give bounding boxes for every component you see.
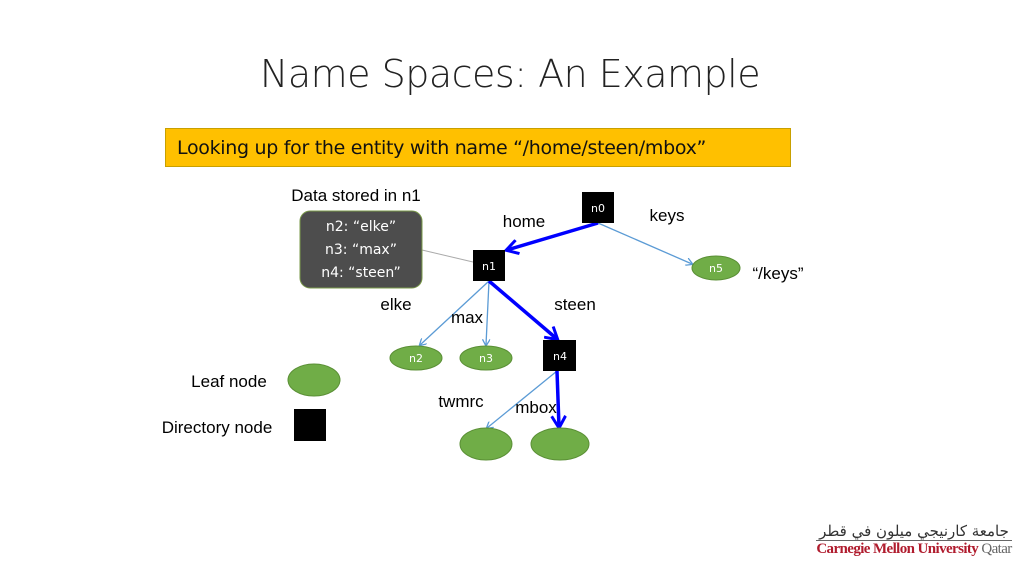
legend-directory-label: Directory node — [162, 418, 273, 437]
node-label: n4 — [553, 350, 567, 363]
legend-directory-swatch — [294, 409, 326, 441]
callout-line: n2: “elke” — [326, 219, 396, 235]
edge-label-elke: elke — [380, 295, 411, 314]
node-label: n1 — [482, 260, 496, 273]
leaf-node-mbox — [530, 427, 590, 461]
node-label: n0 — [591, 202, 605, 215]
directory-node-n0 — [582, 192, 614, 223]
callout-connector — [421, 249, 474, 263]
leaf-node-n5 — [691, 255, 741, 281]
edge-n1-n3 — [486, 280, 489, 345]
edge-label-home: home — [503, 212, 546, 231]
edge-n1-n2 — [420, 280, 490, 345]
edge-label-mbox: mbox — [515, 398, 557, 417]
leaf-node-twmrc — [459, 427, 513, 461]
leaf-node-n2 — [389, 345, 443, 371]
callout-heading: Data stored in n1 — [291, 186, 420, 205]
logo-arabic: جامعة كارنيجي ميلون في قطر — [816, 522, 1012, 541]
slide-title: Name Spaces: An Example — [259, 52, 761, 96]
n1-data-callout — [299, 210, 423, 289]
edge-label-twmrc: twmrc — [438, 392, 484, 411]
edge-label-keys: keys — [650, 206, 685, 225]
edge-n1-n4-path — [487, 279, 557, 339]
edge-n0-n5 — [597, 222, 692, 264]
banner: Looking up for the entity with name “/ho… — [165, 128, 791, 167]
edge-label-steen: steen — [554, 295, 596, 314]
edge-label-max: max — [451, 308, 484, 327]
cmu-qatar-logo: جامعة كارنيجي ميلون في قطر Carnegie Mell… — [816, 522, 1012, 558]
node-label: n5 — [709, 262, 723, 275]
logo-english-main: Carnegie Mellon University — [816, 541, 979, 557]
callout-line: n3: “max” — [325, 242, 397, 258]
legend-leaf-swatch — [287, 363, 341, 397]
n5-data: “/keys” — [753, 264, 804, 283]
directory-node-n1 — [473, 250, 505, 281]
callout-line: n4: “steen” — [321, 265, 401, 281]
node-label: n2 — [409, 352, 423, 365]
logo-english-suffix: Qatar — [981, 541, 1012, 557]
leaf-node-n3 — [459, 345, 513, 371]
edge-n0-n1-path — [507, 221, 599, 250]
logo-english: Carnegie Mellon University Qatar — [816, 541, 1012, 558]
node-label: n3 — [479, 352, 493, 365]
legend-leaf-label: Leaf node — [191, 372, 267, 391]
edge-n4-mbox-path — [557, 370, 559, 427]
directory-node-n4 — [543, 340, 576, 371]
edge-n4-twmrc — [487, 370, 558, 428]
